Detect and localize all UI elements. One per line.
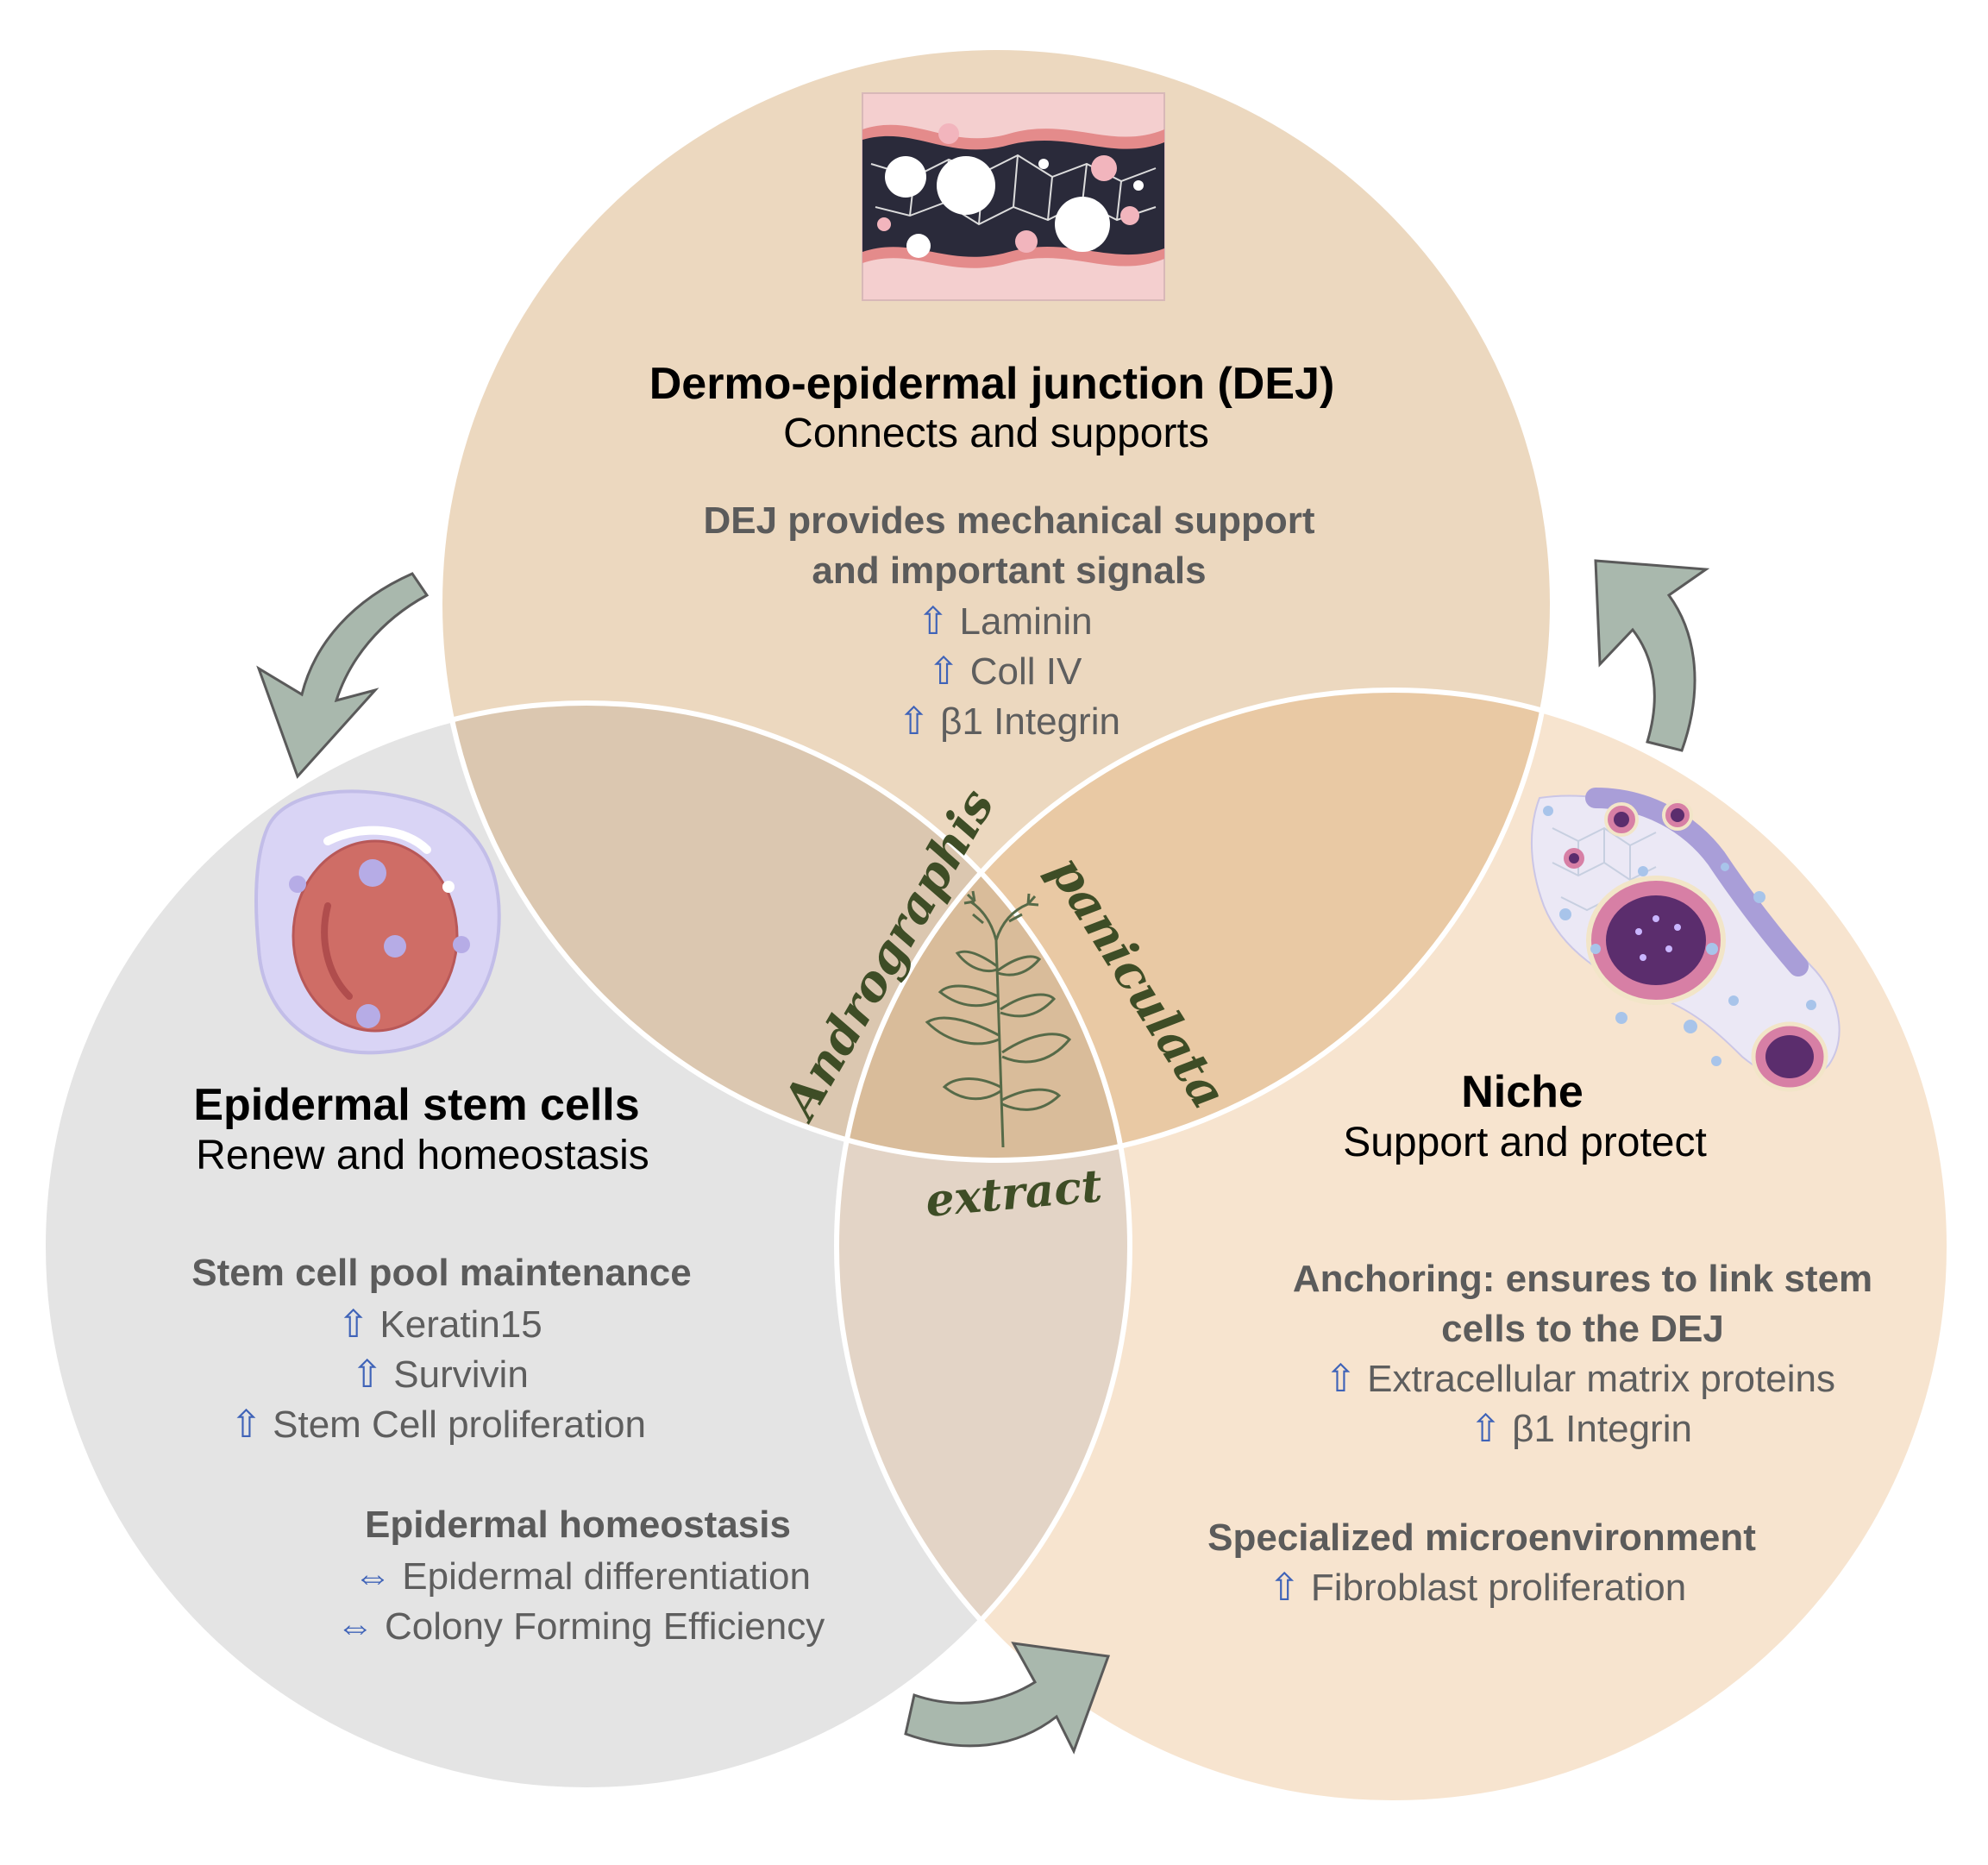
niche-section1-heading-line2: cells to the DEJ [1441, 1308, 1724, 1350]
dej-circle-outline [437, 45, 1555, 1163]
stem-title: Epidermal stem cells [193, 1080, 639, 1130]
up-arrow-icon: ⇧ [928, 650, 960, 693]
stem-item-survivin: ⇧ Survivin [351, 1353, 529, 1396]
overlap-dej-niche [837, 690, 1552, 1160]
stem-subtitle: Renew and homeostasis [196, 1133, 649, 1178]
up-arrow-icon: ⇧ [917, 600, 949, 643]
plant-sprig-icon [925, 890, 1072, 1148]
dej-section-heading-line2: and important signals [812, 549, 1206, 592]
dej-section-heading-line1: DEJ provides mechanical support [703, 499, 1314, 542]
up-arrow-icon: ⇧ [1470, 1408, 1502, 1450]
niche-section1-heading-line1: Anchoring: ensures to link stem [1293, 1258, 1872, 1300]
up-arrow-icon: ⇧ [1325, 1358, 1357, 1400]
cycle-arrow-bottom-icon [904, 1642, 1111, 1755]
niche-title: Niche [1461, 1067, 1584, 1117]
cycle-arrow-top-left-icon [256, 572, 430, 779]
stem-item-colony-forming: ⇔ Colony Forming Efficiency [336, 1605, 825, 1648]
bidirectional-arrow-icon: ⇔ [336, 1605, 374, 1648]
niche-tissue-icon [1530, 788, 1841, 1092]
up-arrow-icon: ⇧ [230, 1403, 262, 1446]
niche-section2-heading: Specialized microenvironment [1207, 1516, 1756, 1559]
cycle-arrow-top-right-icon [1594, 559, 1710, 752]
niche-item-b1-integrin: ⇧ β1 Integrin [1470, 1408, 1692, 1450]
stem-item-differentiation: ⇔ Epidermal differentiation [354, 1555, 811, 1598]
stem-item-proliferation: ⇧ Stem Cell proliferation [230, 1403, 646, 1446]
niche-item-fibroblast: ⇧ Fibroblast proliferation [1269, 1567, 1686, 1609]
stem-section1-heading: Stem cell pool maintenance [191, 1252, 692, 1294]
niche-subtitle: Support and protect [1343, 1120, 1707, 1165]
dej-item-coll-iv: ⇧ Coll IV [928, 650, 1082, 693]
overlap-dej-stem [440, 703, 1130, 1160]
stem-item-keratin15: ⇧ Keratin15 [337, 1303, 542, 1346]
bidirectional-arrow-icon: ⇔ [354, 1555, 392, 1598]
stem-section2-heading: Epidermal homeostasis [365, 1504, 791, 1546]
up-arrow-icon: ⇧ [337, 1303, 369, 1346]
up-arrow-icon: ⇧ [898, 700, 930, 743]
dej-item-laminin: ⇧ Laminin [917, 600, 1092, 643]
niche-circle-outline [834, 688, 1952, 1805]
stem-circle-outline [41, 700, 1132, 1793]
dej-subtitle: Connects and supports [783, 411, 1209, 456]
dej-title: Dermo-epidermal junction (DEJ) [649, 359, 1335, 409]
niche-item-ecm-proteins: ⇧ Extracellular matrix proteins [1325, 1358, 1835, 1400]
stem-cell-icon [254, 789, 501, 1055]
tissue-layer-icon [862, 92, 1165, 301]
up-arrow-icon: ⇧ [351, 1353, 383, 1396]
up-arrow-icon: ⇧ [1269, 1567, 1301, 1609]
dej-item-b1-integrin: ⇧ β1 Integrin [898, 700, 1120, 743]
